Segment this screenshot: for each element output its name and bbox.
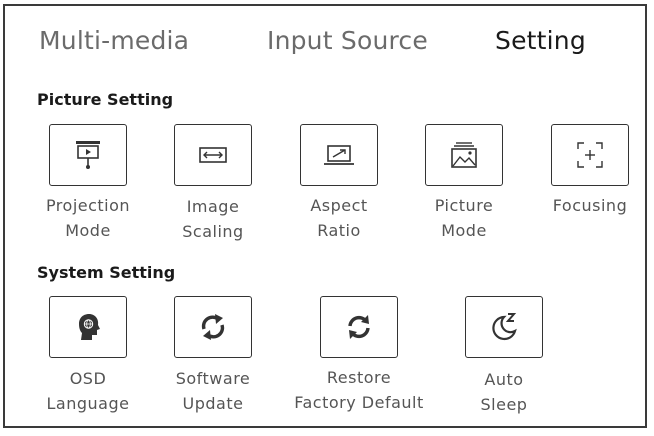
- tab-input-source[interactable]: Input Source: [267, 26, 428, 55]
- system-setting-heading: System Setting: [37, 263, 176, 282]
- software-update-button[interactable]: [174, 296, 252, 358]
- projection-icon: [76, 141, 100, 169]
- picture-mode-button[interactable]: [425, 124, 503, 186]
- scaling-icon: [199, 147, 227, 163]
- focusing-label: Focusing: [552, 196, 628, 215]
- refresh-icon: [201, 314, 225, 340]
- restore-factory-default-button[interactable]: [320, 296, 398, 358]
- focus-icon: [577, 142, 603, 168]
- auto-sleep-button[interactable]: [465, 296, 543, 358]
- aspect-ratio-button[interactable]: [300, 124, 378, 186]
- tab-multi-media[interactable]: Multi-media: [39, 26, 190, 55]
- image-scaling-button[interactable]: [174, 124, 252, 186]
- picture-icon: [451, 142, 477, 168]
- settings-panel: Multi-media Input Source Setting Picture…: [3, 4, 647, 428]
- picture-setting-heading: Picture Setting: [37, 90, 174, 109]
- osd-language-button[interactable]: [49, 296, 127, 358]
- tab-setting[interactable]: Setting: [495, 26, 586, 55]
- head-globe-icon: [79, 314, 100, 340]
- focusing-button[interactable]: [551, 124, 629, 186]
- moon-sleep-icon: [492, 313, 517, 341]
- projection-mode-button[interactable]: [49, 124, 127, 186]
- aspect-ratio-icon: [324, 145, 354, 165]
- restore-icon: [348, 315, 370, 339]
